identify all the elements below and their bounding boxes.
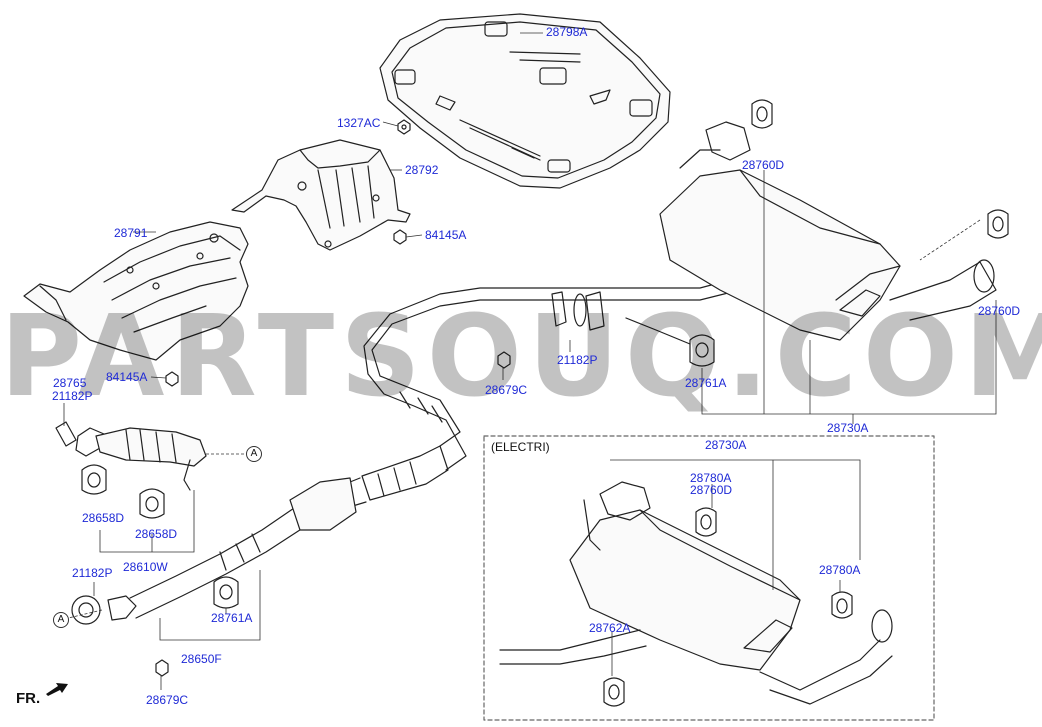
front-pipe-28650F[interactable]: [71, 445, 449, 625]
front-direction-indicator: FR.: [16, 683, 68, 707]
electric-section-title: (ELECTRI): [491, 440, 550, 454]
nut-84145A-top[interactable]: [393, 229, 407, 245]
gasket-21182P-mid[interactable]: [551, 291, 587, 327]
label-28658D-b[interactable]: 28658D: [135, 527, 178, 541]
label-28762A-electric[interactable]: 28762A: [589, 621, 631, 635]
heat-shield-28792[interactable]: [231, 139, 411, 251]
hanger-28760D-right[interactable]: [987, 209, 1009, 239]
label-28650F[interactable]: 28650F: [181, 652, 222, 666]
nut-28679C-mid[interactable]: [497, 351, 511, 369]
label-28761A-mid[interactable]: 28761A: [685, 376, 727, 390]
gasket-28765[interactable]: [55, 421, 77, 447]
label-84145A-left[interactable]: 84145A: [106, 370, 148, 384]
hanger-28761A-lower[interactable]: [213, 576, 239, 609]
label-28792[interactable]: 28792: [405, 163, 439, 177]
front-label: FR.: [16, 690, 41, 707]
hanger-28761A-mid[interactable]: [689, 334, 715, 367]
underfloor-heat-shield-28798A[interactable]: [379, 13, 671, 189]
nut-84145A-left[interactable]: [165, 371, 179, 387]
label-28760D-electric[interactable]: 28760D: [690, 483, 733, 497]
label-28798A[interactable]: 28798A: [546, 25, 588, 39]
label-21182P-b[interactable]: 21182P: [72, 566, 113, 580]
heat-shield-28791[interactable]: [23, 221, 249, 361]
hanger-28658D-b[interactable]: [139, 488, 165, 519]
hanger-28780A-e2[interactable]: [831, 591, 853, 619]
label-28679C-lower[interactable]: 28679C: [146, 693, 189, 707]
center-pipe[interactable]: [363, 267, 771, 471]
rear-muffler-28730A[interactable]: [659, 121, 997, 341]
label-21182P-a[interactable]: 21182P: [52, 389, 93, 403]
hanger-28658D-a[interactable]: [81, 464, 107, 495]
label-28780A-electric-2[interactable]: 28780A: [819, 563, 861, 577]
label-28730A[interactable]: 28730A: [827, 421, 869, 435]
leader-lines: [59, 32, 997, 690]
hanger-28762A-e[interactable]: [603, 677, 625, 707]
label-28791[interactable]: 28791: [114, 226, 148, 240]
hanger-rod-mid: [625, 317, 691, 345]
front-catalytic-converter[interactable]: [75, 427, 207, 491]
label-28658D-a[interactable]: 28658D: [82, 511, 125, 525]
callout-a-upper: A: [246, 446, 262, 462]
nut-28679C-lower[interactable]: [155, 659, 169, 677]
label-84145A-top[interactable]: 84145A: [425, 228, 467, 242]
rear-muffler-electric-28730A[interactable]: [499, 481, 893, 705]
callout-a-lower: A: [53, 612, 69, 628]
label-28761A-lower[interactable]: 28761A: [211, 611, 253, 625]
electric-section-box: [483, 435, 935, 721]
label-28780A-electric[interactable]: 28780A: [690, 471, 732, 485]
label-28610W[interactable]: 28610W: [123, 560, 168, 574]
label-28679C-mid[interactable]: 28679C: [485, 383, 528, 397]
label-28760D-right[interactable]: 28760D: [978, 304, 1021, 318]
nut-1327AC[interactable]: [397, 119, 411, 135]
hanger-28760D-top[interactable]: [751, 99, 773, 129]
label-21182P-mid[interactable]: 21182P: [557, 353, 598, 367]
flange-mid[interactable]: [585, 291, 605, 331]
label-1327AC[interactable]: 1327AC: [337, 116, 381, 130]
label-28765[interactable]: 28765: [53, 376, 87, 390]
hanger-28780A-e[interactable]: [695, 507, 717, 537]
label-28760D-top[interactable]: 28760D: [742, 158, 785, 172]
front-arrow-icon: [46, 683, 68, 696]
label-28730A-electric[interactable]: 28730A: [705, 438, 747, 452]
